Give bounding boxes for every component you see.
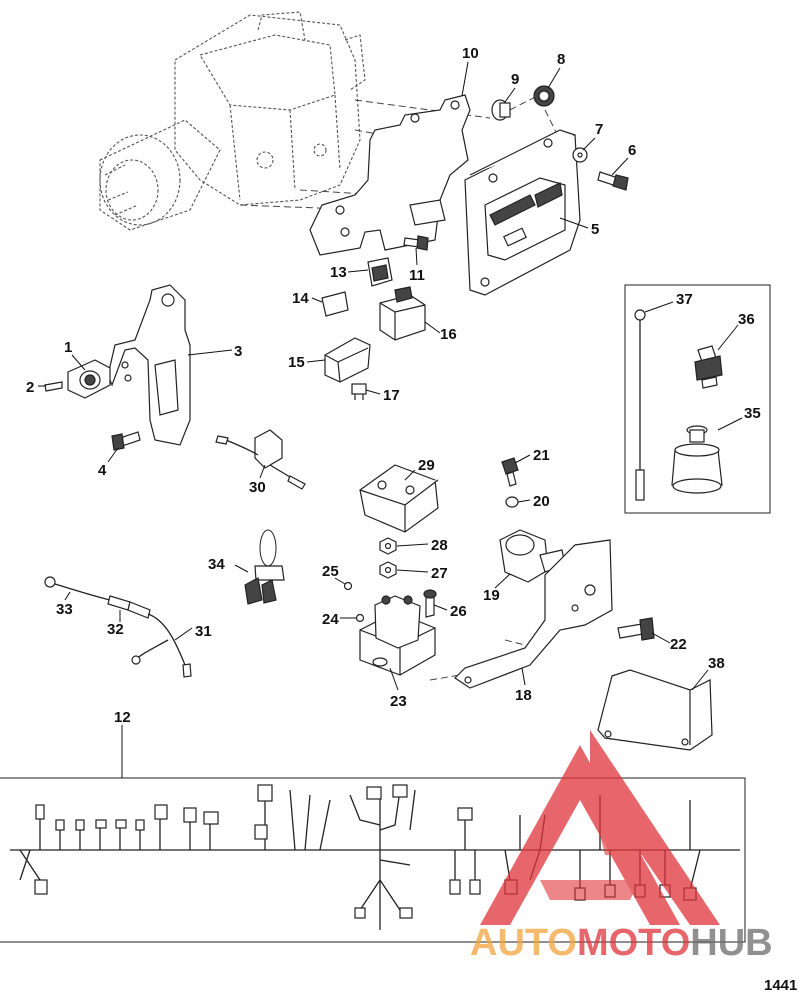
watermark-auto: AUTO — [470, 922, 577, 964]
callout-29: 29 — [418, 457, 435, 474]
callout-4: 4 — [98, 462, 107, 479]
watermark-logo: AUTOMOTOHUB — [470, 730, 773, 964]
sensors-inset-box — [624, 284, 771, 514]
callout-numbers: 1 2 3 4 5 6 7 8 9 10 11 12 13 14 15 16 1… — [26, 45, 761, 726]
callout-23: 23 — [390, 693, 407, 710]
part-35-oil-pressure-sender — [671, 425, 723, 494]
callout-9: 9 — [511, 71, 519, 88]
part-36-pressure-sender — [694, 345, 723, 389]
part-32-inline-connector — [107, 595, 151, 619]
callout-35: 35 — [744, 405, 761, 422]
callout-36: 36 — [738, 311, 755, 328]
part-3-bracket — [107, 284, 191, 446]
watermark-hub: HUB — [690, 922, 772, 964]
part-2-screw — [44, 381, 63, 392]
callout-30: 30 — [249, 479, 266, 496]
part-10-mounting-bracket — [309, 94, 471, 256]
part-25-washer — [343, 581, 353, 591]
callout-14: 14 — [292, 290, 309, 307]
callout-3: 3 — [234, 343, 242, 360]
callout-20: 20 — [533, 493, 550, 510]
part-21-bolt — [501, 457, 519, 487]
part-33-ground-cable — [44, 576, 111, 601]
part-18-bracket — [454, 539, 613, 689]
callout-leaders — [38, 61, 743, 778]
callout-28: 28 — [431, 537, 448, 554]
callout-5: 5 — [591, 221, 599, 238]
callout-15: 15 — [288, 354, 305, 371]
callout-16: 16 — [440, 326, 457, 343]
part-27-nut — [379, 561, 397, 579]
engine-block-phantom — [99, 11, 366, 231]
callout-13: 13 — [330, 264, 347, 281]
callout-1: 1 — [64, 339, 72, 356]
callout-7: 7 — [595, 121, 603, 138]
callout-2: 2 — [26, 379, 34, 396]
callout-10: 10 — [462, 45, 479, 62]
figure-number: 1441 — [764, 977, 797, 994]
part-20-washer — [505, 496, 519, 508]
part-13-fuse-holder — [367, 257, 393, 287]
part-17-fuse — [351, 383, 367, 400]
part-14-fuse-clip — [321, 291, 349, 317]
callout-37: 37 — [676, 291, 693, 308]
callout-27: 27 — [431, 565, 448, 582]
part-22-bolt — [617, 617, 655, 641]
part-28-nut — [379, 537, 397, 555]
callout-22: 22 — [670, 636, 687, 653]
part-1-connector-bracket — [67, 359, 111, 399]
part-37-knock-sensor — [634, 309, 646, 501]
part-31-sensor-harness — [131, 613, 192, 678]
part-11-screw — [403, 235, 429, 251]
part-34-fuse-jumper — [244, 529, 285, 605]
watermark-moto: MOTO — [577, 922, 690, 964]
part-30-temp-sensor — [215, 429, 306, 490]
part-16-relay — [379, 286, 426, 341]
part-5-ecm-module — [464, 129, 581, 296]
callout-25: 25 — [322, 563, 339, 580]
callout-21: 21 — [533, 447, 550, 464]
callout-11: 11 — [409, 267, 425, 284]
part-8-bushing — [533, 85, 555, 107]
callout-18: 18 — [515, 687, 532, 704]
callout-38: 38 — [708, 655, 725, 672]
callout-34: 34 — [208, 556, 225, 573]
callout-31: 31 — [195, 623, 212, 640]
part-26-screw — [423, 589, 437, 618]
callout-8: 8 — [557, 51, 565, 68]
part-38-bracket — [597, 669, 713, 751]
watermark-text: AUTOMOTOHUB — [470, 922, 773, 964]
part-4-bolt — [111, 431, 141, 451]
part-7-washer — [572, 147, 588, 163]
callout-24: 24 — [322, 611, 339, 628]
part-29-terminal-cover — [359, 464, 439, 533]
callout-17: 17 — [383, 387, 400, 404]
part-9-grommet — [491, 99, 511, 121]
callout-26: 26 — [450, 603, 467, 620]
callout-12: 12 — [114, 709, 131, 726]
callout-33: 33 — [56, 601, 73, 618]
part-24-washer — [355, 613, 365, 623]
part-15-fuse-cover — [324, 337, 371, 383]
part-6-screw — [597, 171, 629, 191]
callout-32: 32 — [107, 621, 124, 638]
callout-19: 19 — [483, 587, 500, 604]
callout-6: 6 — [628, 142, 636, 159]
part-23-starter-solenoid — [359, 595, 436, 676]
